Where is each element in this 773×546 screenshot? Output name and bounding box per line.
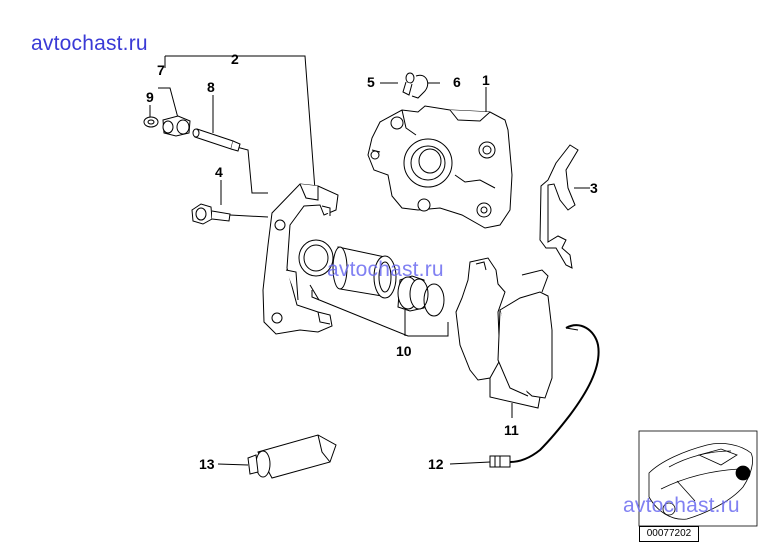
caliper-carrier-bracket [262,183,339,335]
callout-7: 7 [157,62,165,78]
hex-bolt [191,203,231,225]
callout-10: 10 [396,343,412,359]
watermark-bottom-right: avtochast.ru [623,494,740,517]
callout-5: 5 [367,74,375,90]
brake-pad-inner [497,269,553,399]
brake-pad-outer [455,257,506,381]
callout-11: 11 [504,422,519,438]
callout-1: 1 [482,72,490,88]
callout-13: 13 [199,456,215,472]
vehicle-location-inset [638,430,758,527]
grease-tube [247,434,337,479]
brake-caliper-housing [367,105,513,229]
watermark-top-left: avtochast.ru [31,32,148,55]
watermark-center: avtochast.ru [327,258,444,281]
callout-4: 4 [215,164,223,180]
leader-13 [217,463,249,466]
callout-3: 3 [590,180,598,196]
leader-10 [311,290,449,337]
callout-6: 6 [453,74,461,90]
callout-2: 2 [231,51,239,67]
brake-pad-wear-sensor [489,324,600,468]
caliper-piston [332,246,397,299]
callout-8: 8 [207,79,215,95]
leader-lines-top-left [149,55,320,301]
anti-rattle-spring [539,144,579,269]
leader-11 [489,378,541,409]
piston-dust-boot [397,275,429,312]
retaining-ring [423,283,445,317]
guide-bolt-cap-nut [143,116,159,128]
piston-seal [298,239,334,277]
bleeder-screw-and-cap [402,72,429,99]
callout-9: 9 [146,89,154,105]
callout-12: 12 [428,456,444,472]
guide-sleeve [162,115,191,137]
guide-pin [192,128,241,152]
leader-12 [449,461,491,465]
diagram-code: 00077202 [639,526,699,542]
